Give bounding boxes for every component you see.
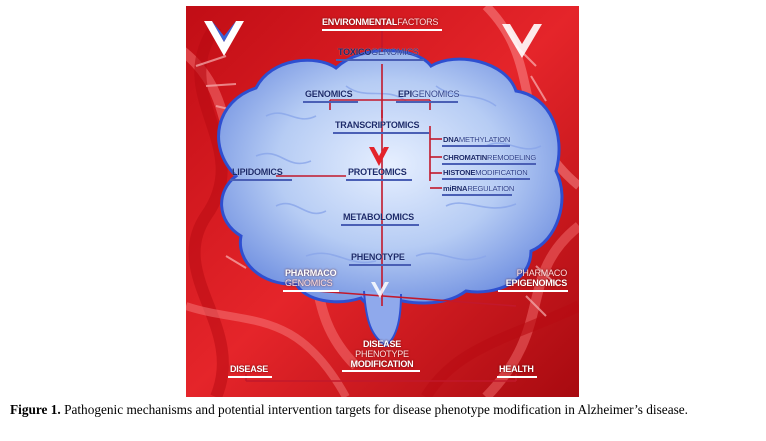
- alzheimer-omics-figure: ENVIRONMENTALFACTORS TOXICOGENOMICS GENO…: [186, 6, 579, 397]
- underline-environmental: [322, 29, 442, 31]
- underline-chromatin: [442, 163, 536, 165]
- underline-mirna: [442, 194, 512, 196]
- underline-transcriptomics: [333, 132, 429, 134]
- caption-text: Pathogenic mechanisms and potential inte…: [64, 402, 688, 417]
- chevron-icon-left: [204, 21, 244, 56]
- brainstem-shape: [363, 290, 402, 348]
- underline-pharmacoepigenomics: [498, 290, 568, 292]
- label-genomics: GENOMICS: [305, 89, 353, 99]
- underline-epigenomics: [396, 101, 458, 103]
- label-dna-methylation: DNAMETHYLATION: [443, 135, 511, 144]
- label-epigenomics: EPIGENOMICS: [398, 89, 460, 99]
- label-disease: DISEASE: [230, 364, 269, 374]
- underline-disease: [228, 376, 272, 378]
- underline-genomics: [303, 101, 358, 103]
- brain-shape: [217, 49, 564, 306]
- figure-caption: Figure 1. Pathogenic mechanisms and pote…: [10, 400, 758, 420]
- label-chromatin-remodeling: CHROMATINREMODELING: [443, 153, 537, 162]
- label-health: HEALTH: [499, 364, 534, 374]
- label-mirna-regulation: miRNAREGULATION: [443, 184, 515, 193]
- label-histone-modification: HISTONEMODIFICATION: [443, 168, 528, 177]
- figure-artwork: [186, 6, 579, 397]
- label-environmental-factors: ENVIRONMENTALFACTORS: [322, 17, 439, 27]
- label-phenotype: PHENOTYPE: [351, 252, 405, 262]
- label-lipidomics: LIPIDOMICS: [232, 167, 283, 177]
- label-proteomics: PROTEOMICS: [348, 167, 407, 177]
- brain-folds: [255, 85, 542, 264]
- underline-toxicogenomics: [336, 59, 424, 61]
- caption-label: Figure 1.: [10, 402, 61, 417]
- underline-proteomics: [346, 179, 412, 181]
- underline-phenotype: [349, 264, 411, 266]
- small-chevron-icon: [369, 147, 389, 166]
- chevron-icon-right: [502, 24, 542, 58]
- underline-dna: [442, 145, 510, 147]
- label-transcriptomics: TRANSCRIPTOMICS: [335, 120, 420, 130]
- underline-pharmacogenomics: [283, 290, 339, 292]
- label-metabolomics: METABOLOMICS: [343, 212, 414, 222]
- label-toxicogenomics: TOXICOGENOMICS: [338, 47, 419, 57]
- underline-metabolomics: [341, 224, 419, 226]
- underline-lipidomics: [230, 179, 292, 181]
- underline-disease-modification: [342, 370, 420, 372]
- stem-chevron-icon: [371, 282, 389, 298]
- underline-health: [497, 376, 537, 378]
- underline-histone: [442, 178, 530, 180]
